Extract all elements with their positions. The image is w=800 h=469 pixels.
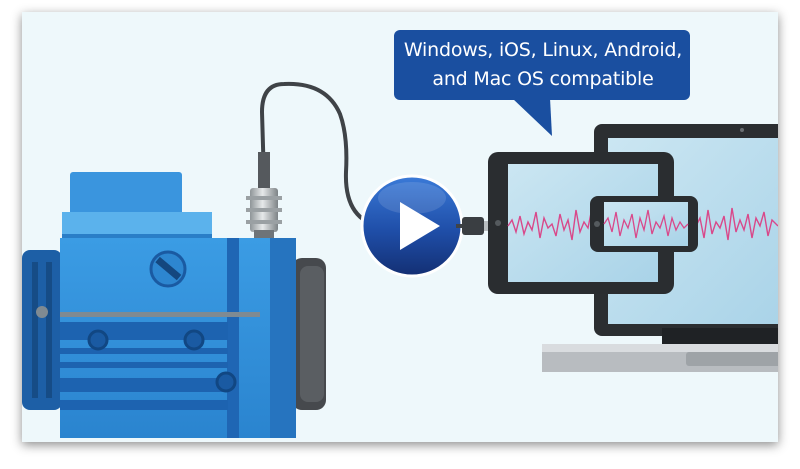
sensor-icon [246,81,393,238]
video-thumbnail [22,30,778,438]
motor-illustration [22,172,326,438]
callout-line-2: and Mac OS compatible [432,68,654,90]
callout-line-1: Windows, iOS, Linux, Android, [403,39,683,61]
compatibility-callout [394,30,690,136]
video-player[interactable]: Windows, iOS, Linux, Android, and Mac OS… [22,12,778,442]
phone-icon [590,196,698,252]
play-button[interactable] [360,174,464,278]
play-icon [400,202,440,250]
callout-text: Windows, iOS, Linux, Android, and Mac OS… [396,36,690,94]
waveform-signal-laptop [695,207,778,241]
